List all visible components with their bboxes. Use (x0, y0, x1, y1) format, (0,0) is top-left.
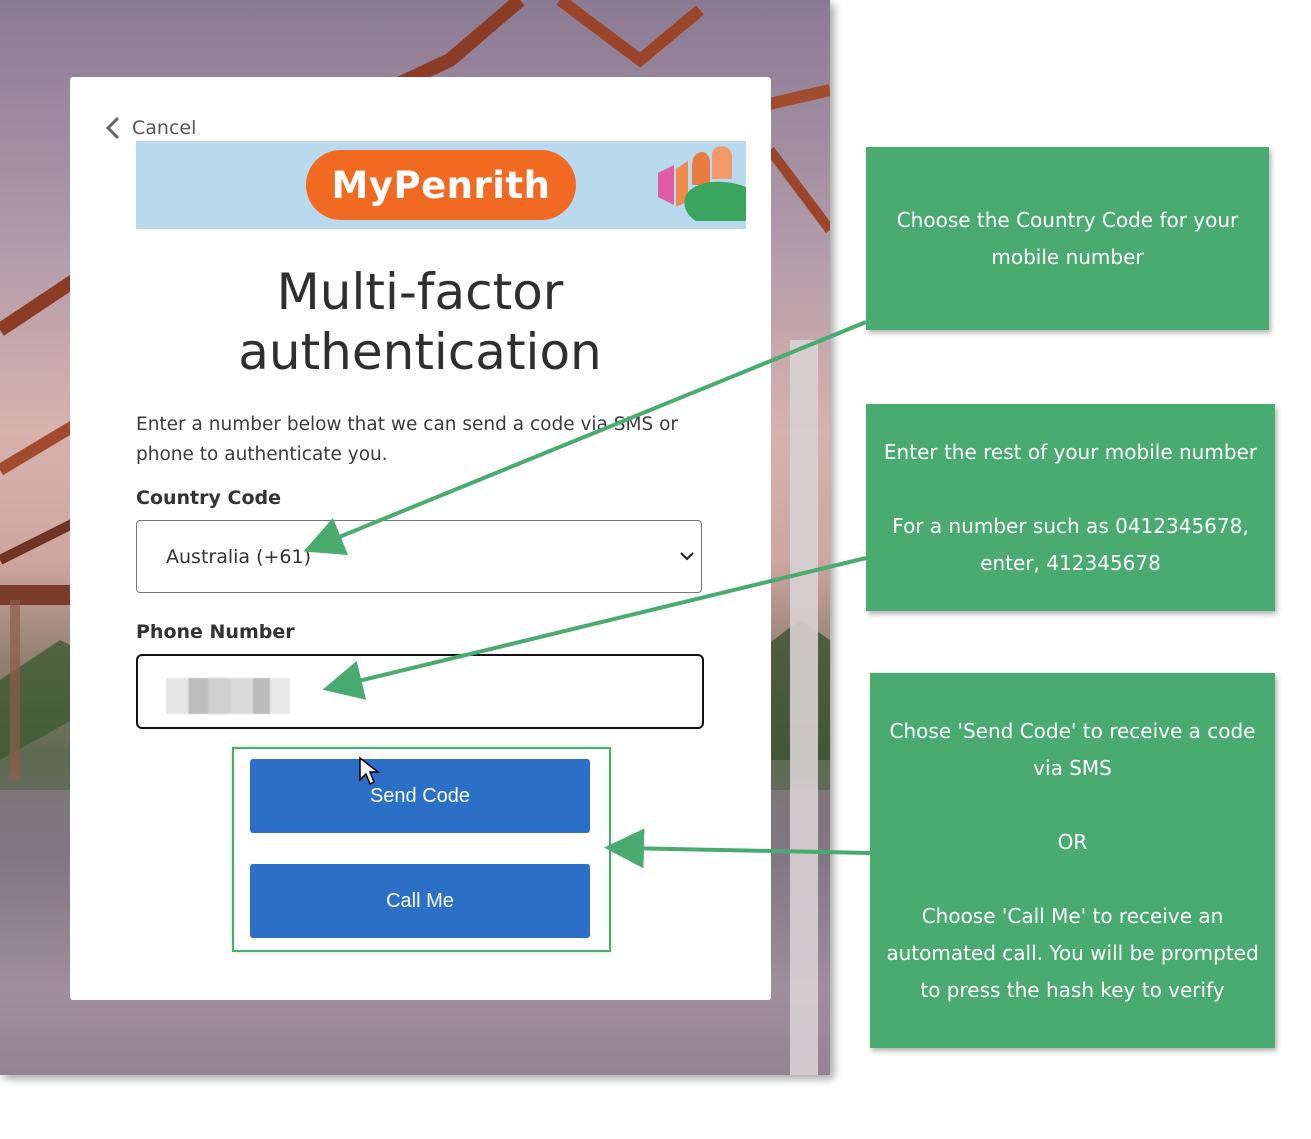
send-code-button[interactable]: Send Code (250, 759, 590, 833)
chevron-left-icon (105, 117, 119, 139)
callout-buttons: Chose 'Send Code' to receive a code via … (870, 673, 1275, 1048)
country-code-label: Country Code (136, 487, 281, 509)
redacted-phone-value (166, 678, 290, 714)
chevron-down-icon (680, 552, 694, 561)
callout-phone-number: Enter the rest of your mobile number For… (866, 404, 1275, 611)
country-code-select[interactable]: Australia (+61) (136, 520, 702, 593)
callout-country-code: Choose the Country Code for your mobile … (866, 147, 1269, 330)
intro-text: Enter a number below that we can send a … (136, 414, 679, 465)
cancel-link[interactable]: Cancel (104, 116, 196, 140)
call-me-button[interactable]: Call Me (250, 864, 590, 938)
cancel-label: Cancel (132, 117, 197, 139)
phone-number-input[interactable] (136, 654, 704, 729)
country-code-value: Australia (+61) (166, 546, 312, 568)
page-title: Multi-factor authentication (238, 263, 602, 381)
brand-logo: MyPenrith (306, 150, 576, 220)
phone-number-label: Phone Number (136, 621, 295, 643)
brand-shapes-icon (658, 146, 746, 221)
mouse-cursor-icon (359, 756, 380, 786)
